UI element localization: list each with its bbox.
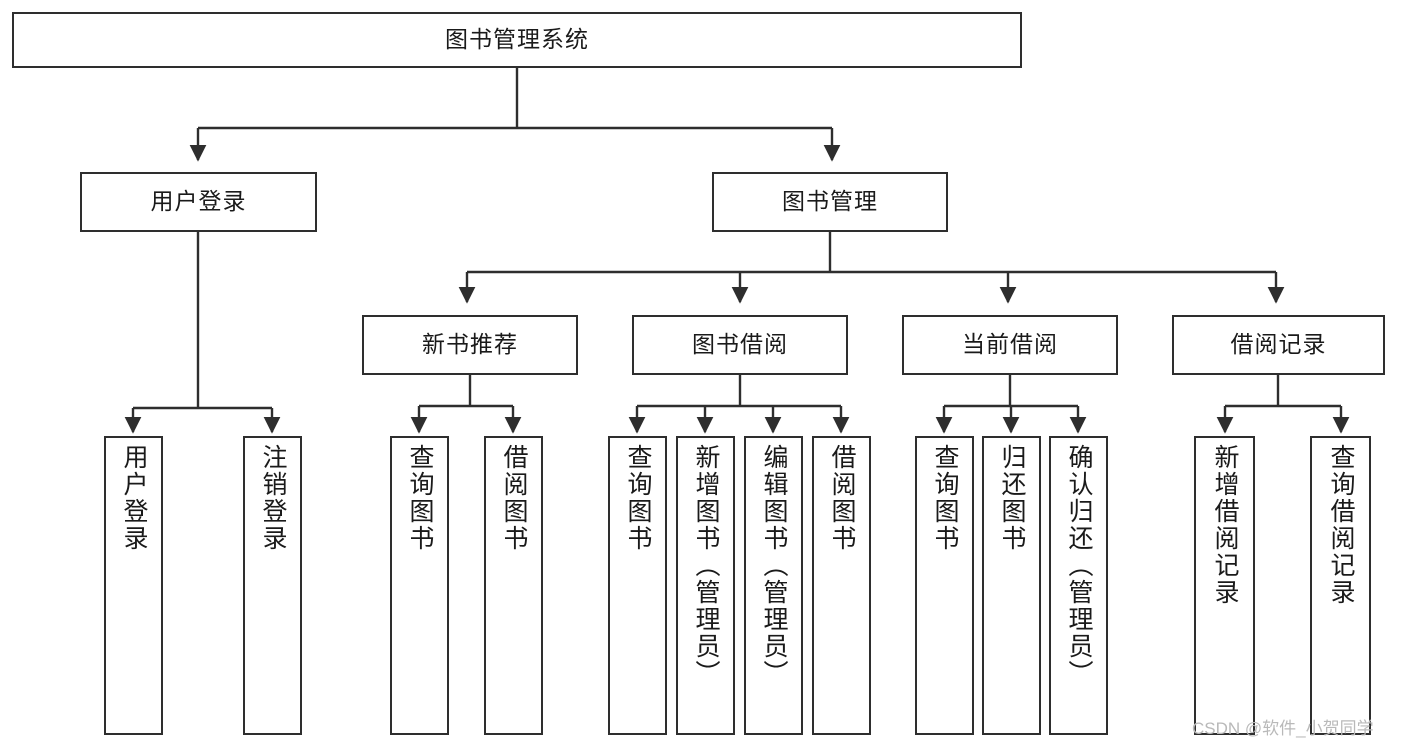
node-label: 当前借阅: [962, 331, 1058, 358]
node-label: 新增借阅记录: [1211, 444, 1239, 606]
node-label: 用户登录: [120, 444, 148, 552]
node-label: 注销登录: [259, 444, 287, 552]
node-label: 用户登录: [150, 188, 247, 215]
node-new-book-rec[interactable]: 新书推荐: [362, 315, 578, 375]
leaf-borrow-book-2[interactable]: 借阅图书: [812, 436, 871, 735]
node-label: 归还图书: [998, 444, 1026, 552]
node-label: 查询图书: [406, 444, 434, 552]
leaf-query-record[interactable]: 查询借阅记录: [1310, 436, 1371, 735]
node-label: 查询借阅记录: [1327, 444, 1355, 606]
node-book-manage[interactable]: 图书管理: [712, 172, 948, 232]
node-user-login[interactable]: 用户登录: [80, 172, 317, 232]
node-label: 借阅图书: [828, 444, 856, 552]
node-book-borrow[interactable]: 图书借阅: [632, 315, 848, 375]
leaf-logout[interactable]: 注销登录: [243, 436, 302, 735]
node-label: 借阅记录: [1230, 331, 1327, 358]
leaf-return-book[interactable]: 归还图书: [982, 436, 1041, 735]
node-label: 确认归还（管理员）: [1065, 444, 1093, 687]
node-label: 查询图书: [624, 444, 652, 552]
leaf-add-record[interactable]: 新增借阅记录: [1194, 436, 1255, 735]
leaf-confirm-return[interactable]: 确认归还（管理员）: [1049, 436, 1108, 735]
node-label: 借阅图书: [500, 444, 528, 552]
leaf-user-login[interactable]: 用户登录: [104, 436, 163, 735]
leaf-query-book-2[interactable]: 查询图书: [608, 436, 667, 735]
node-current-borrow[interactable]: 当前借阅: [902, 315, 1118, 375]
node-label: 新增图书（管理员）: [692, 444, 720, 687]
node-label: 新书推荐: [422, 331, 518, 358]
leaf-add-book[interactable]: 新增图书（管理员）: [676, 436, 735, 735]
watermark: CSDN @软件_小贺同学: [1192, 719, 1374, 738]
leaf-edit-book[interactable]: 编辑图书（管理员）: [744, 436, 803, 735]
leaf-borrow-book-1[interactable]: 借阅图书: [484, 436, 543, 735]
node-borrow-record[interactable]: 借阅记录: [1172, 315, 1385, 375]
node-label: 图书管理系统: [445, 26, 589, 53]
node-label: 编辑图书（管理员）: [760, 444, 788, 687]
node-root[interactable]: 图书管理系统: [12, 12, 1022, 68]
leaf-query-book-3[interactable]: 查询图书: [915, 436, 974, 735]
node-label: 查询图书: [931, 444, 959, 552]
node-label: 图书借阅: [692, 331, 788, 358]
node-label: 图书管理: [782, 188, 878, 215]
leaf-query-book-1[interactable]: 查询图书: [390, 436, 449, 735]
